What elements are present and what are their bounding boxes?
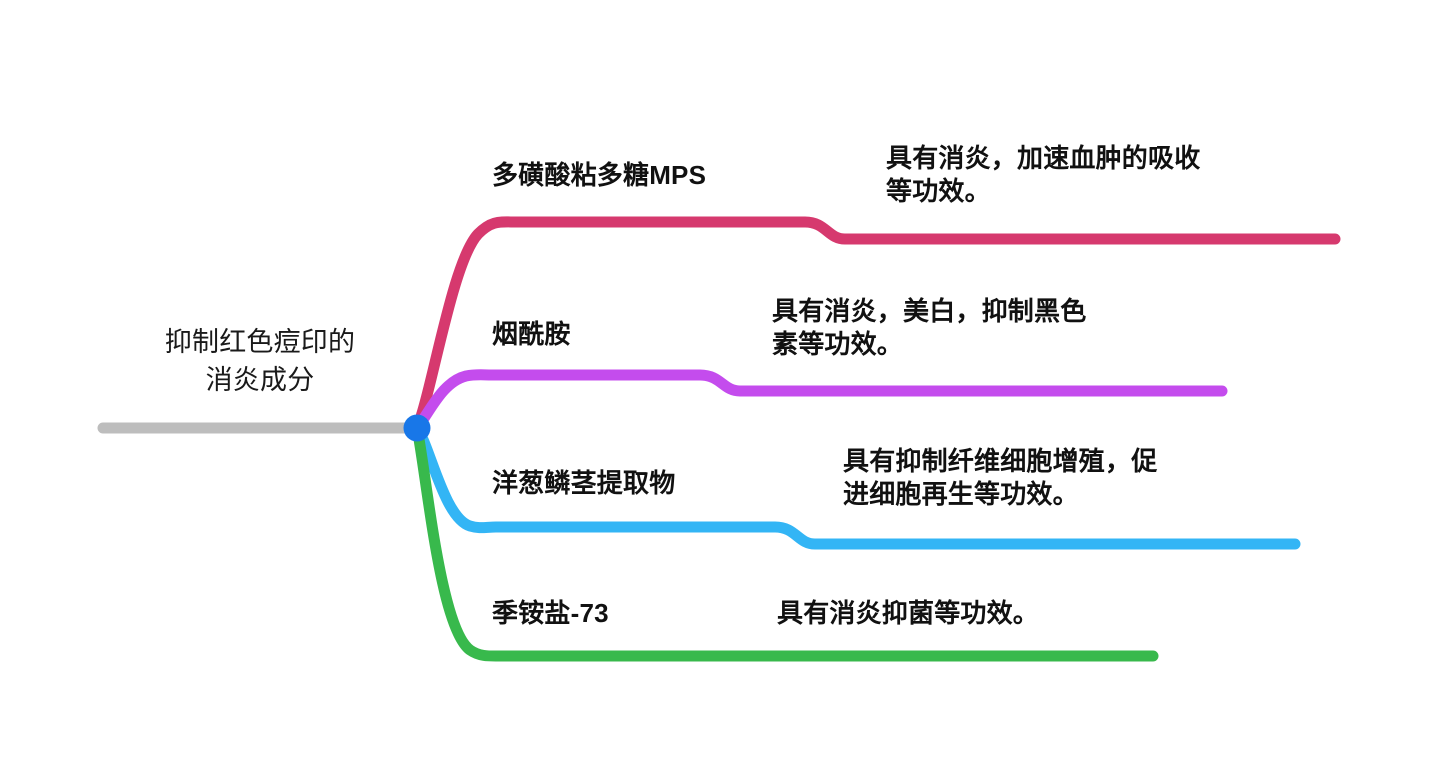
branch-line-4	[411, 422, 1159, 662]
branch-detail-3[interactable]: 具有抑制纤维细胞增殖，促 进细胞再生等功效。	[843, 446, 1158, 510]
branch-line-1	[411, 216, 1341, 434]
branch-topic-1[interactable]: 多磺酸粘多糖MPS	[492, 160, 707, 190]
branch-detail-4[interactable]: 具有消炎抑菌等功效。	[777, 598, 1040, 628]
branch-topic-2[interactable]: 烟酰胺	[492, 319, 571, 349]
branch-topic-3[interactable]: 洋葱鳞茎提取物	[492, 468, 676, 498]
branch-line-2	[411, 369, 1228, 434]
branch-detail-2[interactable]: 具有消炎，美白，抑制黑色 素等功效。	[772, 296, 1087, 360]
root-node-dot[interactable]	[403, 414, 431, 442]
branch-topic-4[interactable]: 季铵盐-73	[492, 598, 609, 628]
branch-line-3	[411, 422, 1301, 550]
root-label: 抑制红色痘印的 消炎成分	[164, 327, 356, 396]
branch-detail-1[interactable]: 具有消炎，加速血肿的吸收 等功效。	[886, 143, 1201, 207]
